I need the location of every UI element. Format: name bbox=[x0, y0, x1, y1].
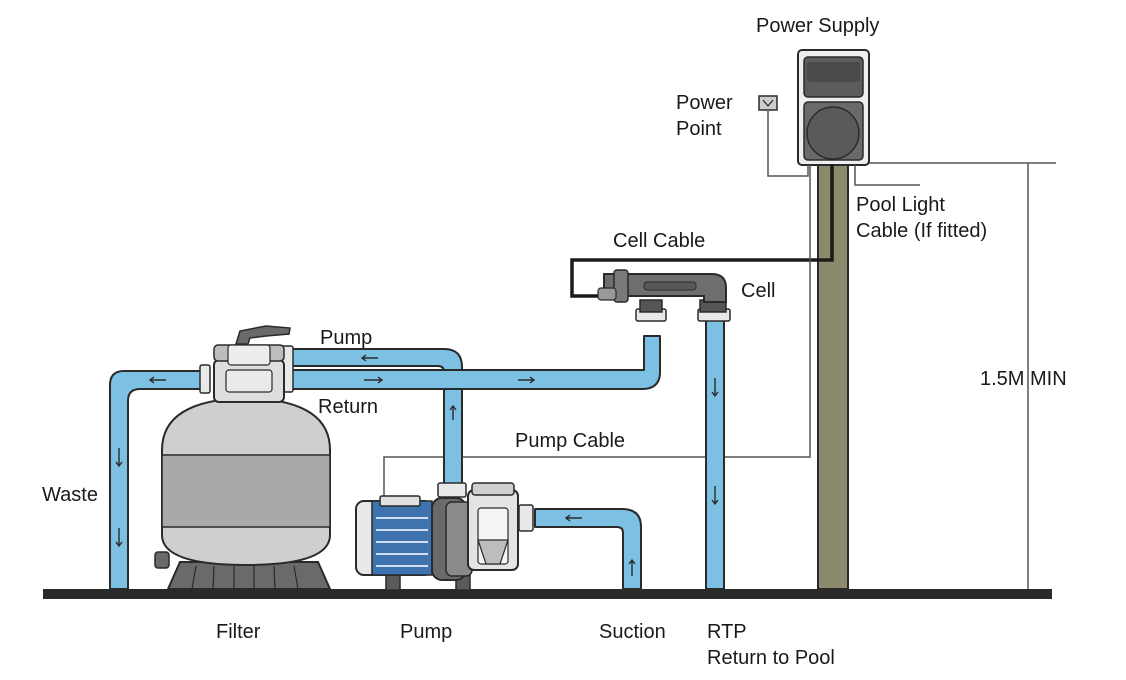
suction-label: Suction bbox=[599, 621, 666, 643]
return-line-label: Return bbox=[318, 396, 379, 418]
filter-label: Filter bbox=[216, 621, 261, 643]
cell-icon bbox=[597, 269, 727, 313]
pool-light-cable bbox=[854, 165, 920, 186]
pipe-fittings bbox=[199, 308, 731, 532]
pump-cable-label: Pump Cable bbox=[515, 430, 626, 452]
pump-label: Pump bbox=[400, 621, 453, 643]
power-point-lead bbox=[767, 110, 809, 177]
height-label: 1.5M MIN bbox=[980, 368, 1067, 390]
filter-icon bbox=[154, 325, 332, 590]
pump-cable bbox=[383, 165, 811, 500]
suction-pipe bbox=[534, 508, 642, 590]
power-point-icon bbox=[758, 95, 778, 111]
power-supply-icon bbox=[797, 49, 870, 166]
rtp-label: RTP bbox=[707, 621, 747, 643]
power-supply-label: Power Supply bbox=[756, 15, 880, 37]
pump-icon bbox=[355, 482, 519, 591]
pipework bbox=[109, 319, 725, 590]
power-point-label-line1: Power bbox=[676, 92, 733, 114]
rtp-pipe bbox=[705, 319, 725, 590]
waste-label: Waste bbox=[42, 484, 98, 506]
cell-cable bbox=[570, 165, 834, 298]
return-line-pipe bbox=[291, 335, 661, 390]
cell-cable-label: Cell Cable bbox=[613, 230, 706, 252]
flow-arrows bbox=[115, 354, 719, 576]
pump-line-label: Pump bbox=[320, 327, 373, 349]
ground-line bbox=[43, 589, 1052, 599]
pool-light-label-line1: Pool Light bbox=[856, 194, 945, 216]
power-point-label-line2: Point bbox=[676, 118, 722, 140]
return-to-pool-label: Return to Pool bbox=[707, 647, 835, 669]
cell-label: Cell bbox=[741, 280, 776, 302]
pool-light-label-line2: Cable (If fitted) bbox=[856, 220, 988, 242]
